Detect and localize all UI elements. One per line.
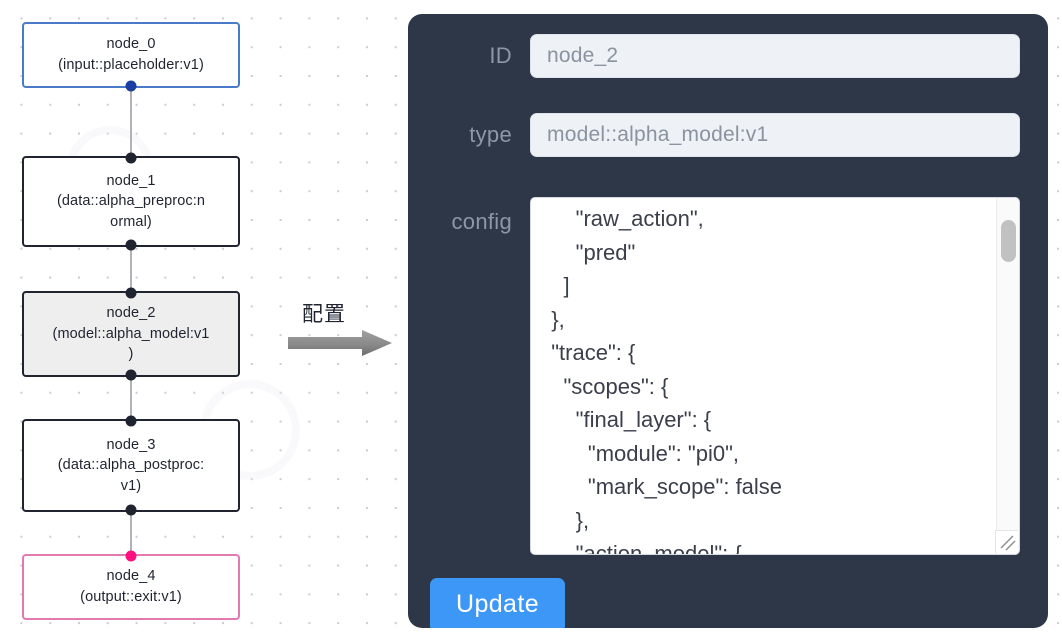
graph-node-node_2[interactable]: node_2 (model::alpha_model:v1 ): [22, 287, 240, 381]
node-label-line: ): [128, 346, 134, 363]
vertical-scrollbar[interactable]: [996, 198, 1019, 554]
config-textarea[interactable]: "raw_action", "pred" ] }, "trace": { "sc…: [530, 197, 1020, 555]
edge-node1-node2: [130, 247, 132, 296]
annotation-arrow-group: 配置: [288, 298, 398, 358]
node-handle-target[interactable]: [125, 287, 137, 299]
graph-node-node_4[interactable]: node_4 (output::exit:v1): [22, 550, 240, 620]
field-label-config: config: [451, 209, 512, 234]
edge-node2-node3: [130, 377, 132, 419]
node-label-line: v1): [120, 477, 142, 494]
node-label-line: node_2: [106, 305, 156, 322]
node-handle-source[interactable]: [125, 369, 137, 381]
node-label-line: (input::placeholder:v1): [58, 57, 204, 73]
node-label-line: (model::alpha_model:v1: [52, 325, 210, 342]
node-handle-source[interactable]: [125, 504, 137, 516]
type-input[interactable]: model::alpha_model:v1: [530, 113, 1020, 157]
field-row-config: config "raw_action", "pred" ] }, "trace"…: [408, 197, 1048, 555]
graph-node-node_3[interactable]: node_3 (data::alpha_postproc: v1): [22, 415, 240, 516]
config-textarea-content[interactable]: "raw_action", "pred" ] }, "trace": { "sc…: [551, 206, 783, 554]
scrollbar-thumb[interactable]: [1001, 220, 1016, 262]
node-label-line: (output::exit:v1): [80, 589, 182, 605]
node-label-line: node_0: [106, 36, 156, 53]
node-label-line: ormal): [110, 213, 152, 230]
node-handle-target[interactable]: [125, 550, 137, 562]
right-arrow-icon: [288, 330, 392, 356]
field-label-type: type: [469, 122, 512, 147]
node-label-line: (data::alpha_postproc:: [57, 457, 205, 474]
graph-node-node_1[interactable]: node_1 (data::alpha_preproc:n ormal): [22, 152, 240, 251]
id-input[interactable]: node_2: [530, 34, 1020, 78]
field-row-id: ID node_2: [408, 34, 1048, 78]
field-label-id: ID: [489, 43, 512, 68]
node-handle-target[interactable]: [125, 415, 137, 427]
resize-grip-icon[interactable]: [995, 530, 1018, 553]
edge-node3-node4: [130, 512, 132, 554]
node-handle-source[interactable]: [125, 80, 137, 92]
edge-node0-node1: [130, 88, 132, 156]
update-button[interactable]: Update: [430, 578, 566, 628]
graph-node-node_0[interactable]: node_0 (input::placeholder:v1): [22, 22, 240, 92]
node-label-line: node_3: [106, 436, 156, 453]
node-label-line: (data::alpha_preproc:n: [56, 193, 206, 210]
node-config-panel: ID node_2 type model::alpha_model:v1 con…: [408, 14, 1048, 628]
node-label-line: node_4: [106, 568, 156, 585]
node-handle-source[interactable]: [125, 239, 137, 251]
annotation-label: 配置: [302, 302, 346, 326]
field-row-type: type model::alpha_model:v1: [408, 113, 1048, 157]
node-label-line: node_1: [106, 172, 156, 189]
node-handle-target[interactable]: [125, 152, 137, 164]
